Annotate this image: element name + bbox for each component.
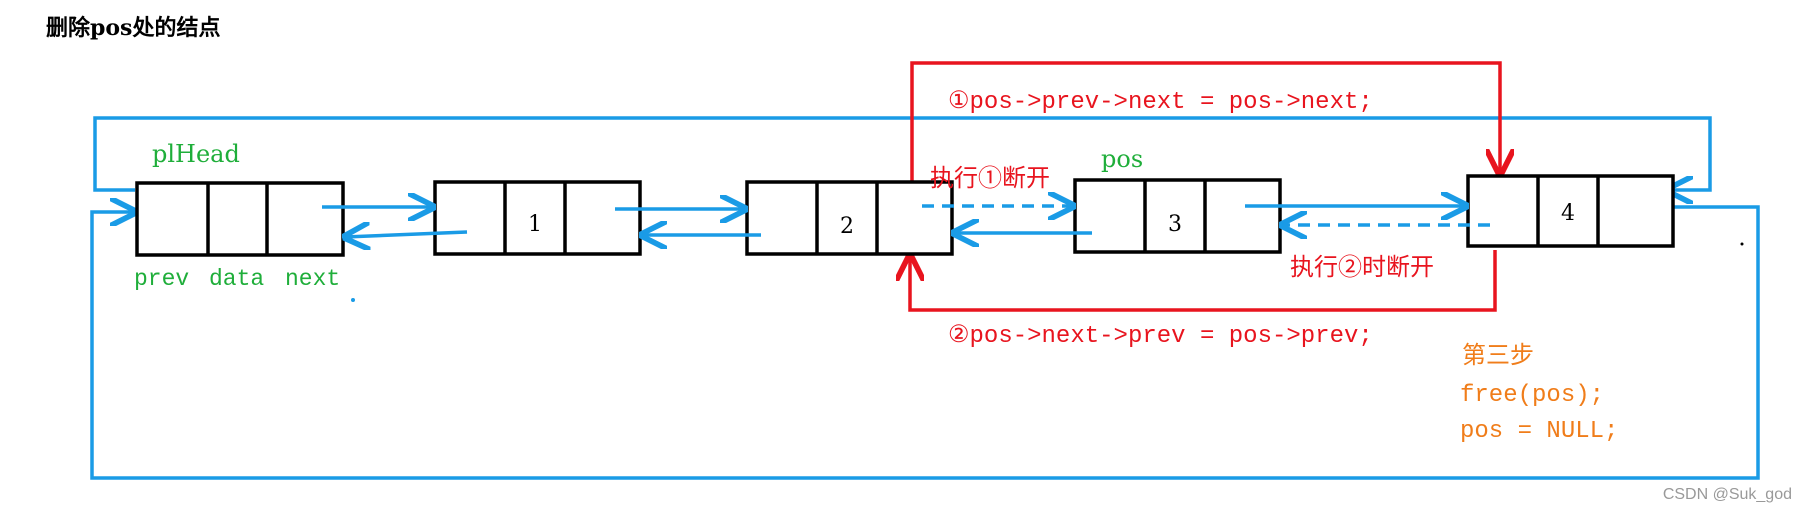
stray-dot xyxy=(351,298,355,302)
node-3-pos: 3 xyxy=(1073,178,1282,254)
node-4-data: 4 xyxy=(1561,201,1575,226)
node-2-data: 2 xyxy=(840,214,854,239)
step3-title: 第三步 xyxy=(1462,341,1534,369)
diagram-title: 删除pos处的结点 xyxy=(46,15,220,41)
watermark: CSDN @Suk_god xyxy=(1663,486,1792,503)
node-4: 4 xyxy=(1466,174,1675,248)
node1-prev-link xyxy=(345,232,468,237)
field-label-next: next xyxy=(285,266,340,292)
step2-arrow xyxy=(910,250,1497,312)
head-to-tail-link xyxy=(93,116,1712,190)
head-label: plHead xyxy=(152,140,240,168)
node-3-data: 3 xyxy=(1168,212,1182,237)
step1-break-note: 执行①断开 xyxy=(930,164,1050,192)
step1-arrow xyxy=(910,61,1500,185)
pos-label: pos xyxy=(1101,145,1143,173)
node-2: 2 xyxy=(745,180,954,256)
field-label-prev: prev xyxy=(134,266,189,292)
step1-code: ①pos->prev->next = pos->next; xyxy=(948,89,1373,116)
step3-line2: pos = NULL; xyxy=(1460,418,1618,445)
field-label-data: data xyxy=(209,266,264,292)
stray-dot xyxy=(1740,242,1744,246)
step2-break-note: 执行②时断开 xyxy=(1290,253,1434,281)
node-head xyxy=(135,181,345,257)
node-1-data: 1 xyxy=(528,212,542,237)
step3-line1: free(pos); xyxy=(1460,382,1604,409)
step2-code: ②pos->next->prev = pos->prev; xyxy=(948,323,1373,350)
node-1: 1 xyxy=(433,180,642,256)
tail-to-head-link xyxy=(90,207,1760,480)
